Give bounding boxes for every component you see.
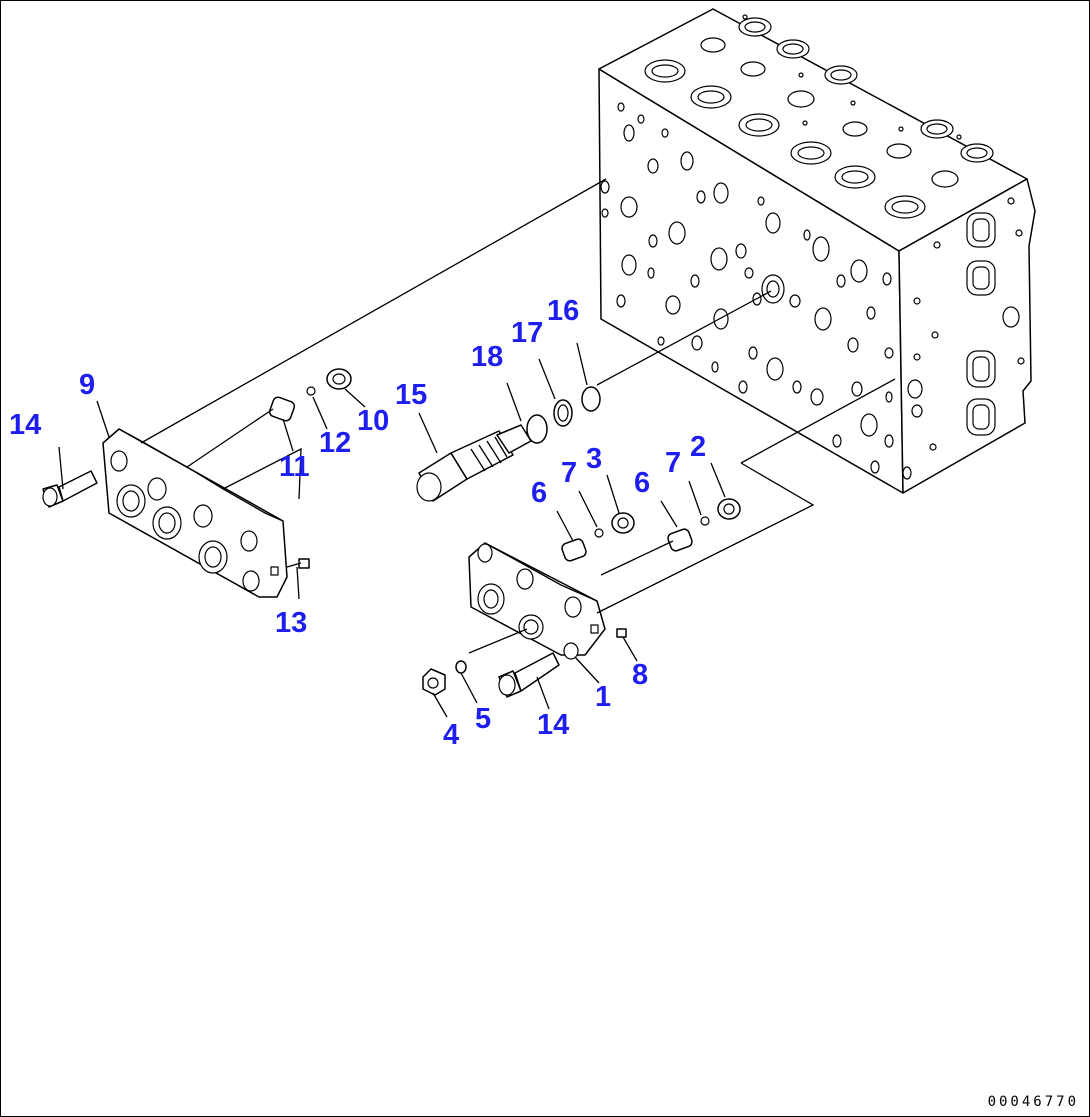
callout-10: 10: [357, 405, 390, 437]
callout-13: 13: [275, 607, 308, 639]
drawing-code: 00046770: [987, 1094, 1079, 1110]
main-valve-block: [598, 8, 1036, 494]
callout-9: 9: [79, 369, 96, 401]
callout-3: 3: [586, 443, 603, 475]
small-parts: [42, 368, 741, 698]
bolt-14-right: [498, 652, 560, 698]
assembly-lines: [58, 178, 896, 718]
callout-7b: 7: [665, 447, 682, 479]
callout-14a: 14: [9, 409, 42, 441]
callout-18: 18: [471, 341, 504, 373]
callout-2: 2: [690, 431, 707, 463]
cartridge-15: [416, 424, 532, 502]
callout-6a: 6: [531, 477, 548, 509]
cover-9: [102, 428, 288, 598]
callout-14b: 14: [537, 709, 570, 741]
callout-11: 11: [279, 451, 310, 483]
callout-1: 1: [595, 681, 612, 713]
bolt-14-left: [42, 470, 98, 508]
cover-1: [468, 542, 606, 660]
callout-7a: 7: [561, 457, 578, 489]
callout-4: 4: [443, 719, 460, 751]
callout-8: 8: [632, 659, 649, 691]
callout-16: 16: [547, 295, 580, 327]
callout-15: 15: [395, 379, 428, 411]
callout-6b: 6: [634, 467, 651, 499]
callout-12: 12: [319, 427, 352, 459]
callout-17: 17: [511, 317, 544, 349]
callout-5: 5: [475, 703, 492, 735]
